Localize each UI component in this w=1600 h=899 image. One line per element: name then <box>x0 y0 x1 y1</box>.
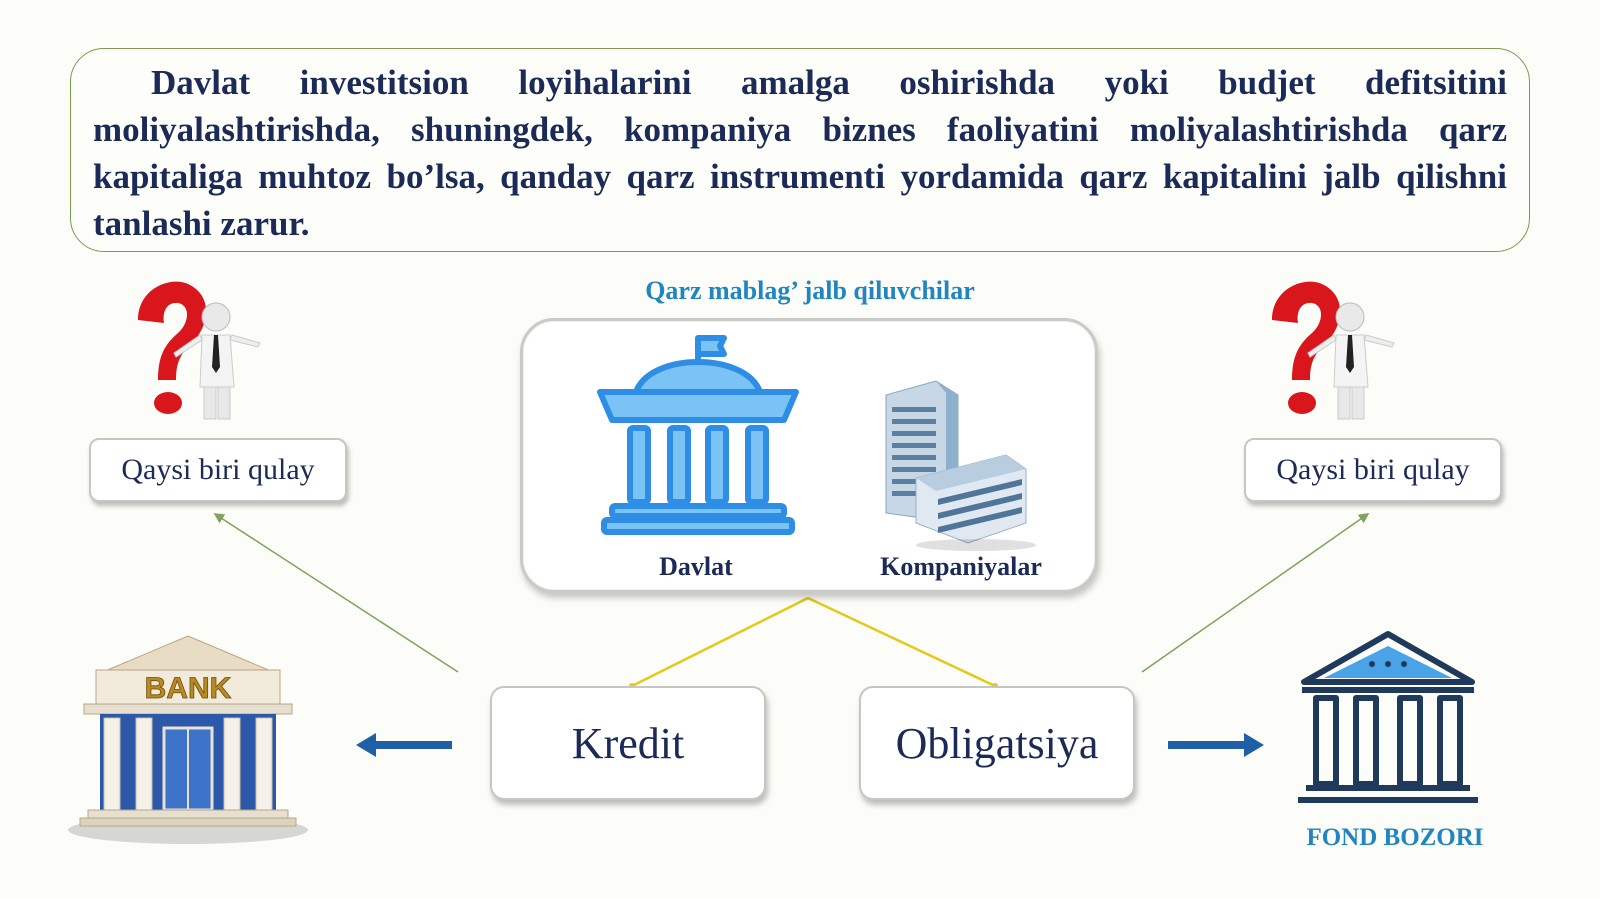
bond-box: Obligatsiya <box>859 686 1135 800</box>
question-mark-person-icon <box>1272 281 1395 420</box>
companies-label: Kompaniyalar <box>880 552 1042 581</box>
arrow-to-bank <box>356 733 452 757</box>
office-buildings-icon <box>885 380 1036 551</box>
stock-exchange-label: FOND BOZORI <box>1306 824 1484 851</box>
bond-label: Obligatsiya <box>895 718 1099 768</box>
borrowers-box <box>520 318 1098 593</box>
question-mark-person-icon <box>138 281 261 420</box>
question-box-right-label: Qaysi biri qulay <box>1276 453 1470 486</box>
question-box-right: Qaysi biri qulay <box>1244 438 1502 502</box>
credit-label: Kredit <box>571 718 685 768</box>
borrowers-title: Qarz mablag’ jalb qiluvchilar <box>645 276 975 305</box>
bank-building-icon: BANK <box>68 635 308 844</box>
bank-sign-text: BANK <box>145 672 232 705</box>
intro-panel: Davlat investitsion loyihalarini amalga … <box>70 48 1530 252</box>
government-building-icon <box>597 335 799 535</box>
state-label: Davlat <box>659 552 733 581</box>
arrow-to-stock-exchange <box>1168 733 1264 757</box>
credit-box: Kredit <box>490 686 766 800</box>
question-box-left: Qaysi biri qulay <box>89 438 347 502</box>
intro-text: Davlat investitsion loyihalarini amalga … <box>93 63 1507 243</box>
question-box-left-label: Qaysi biri qulay <box>121 453 315 486</box>
connector-credit-question <box>213 513 459 673</box>
connector-bond-question <box>1141 512 1370 673</box>
connector-borrowers-credit <box>631 596 809 688</box>
connector-borrowers-bond <box>807 596 996 688</box>
stock-exchange-building-icon <box>1298 631 1478 803</box>
